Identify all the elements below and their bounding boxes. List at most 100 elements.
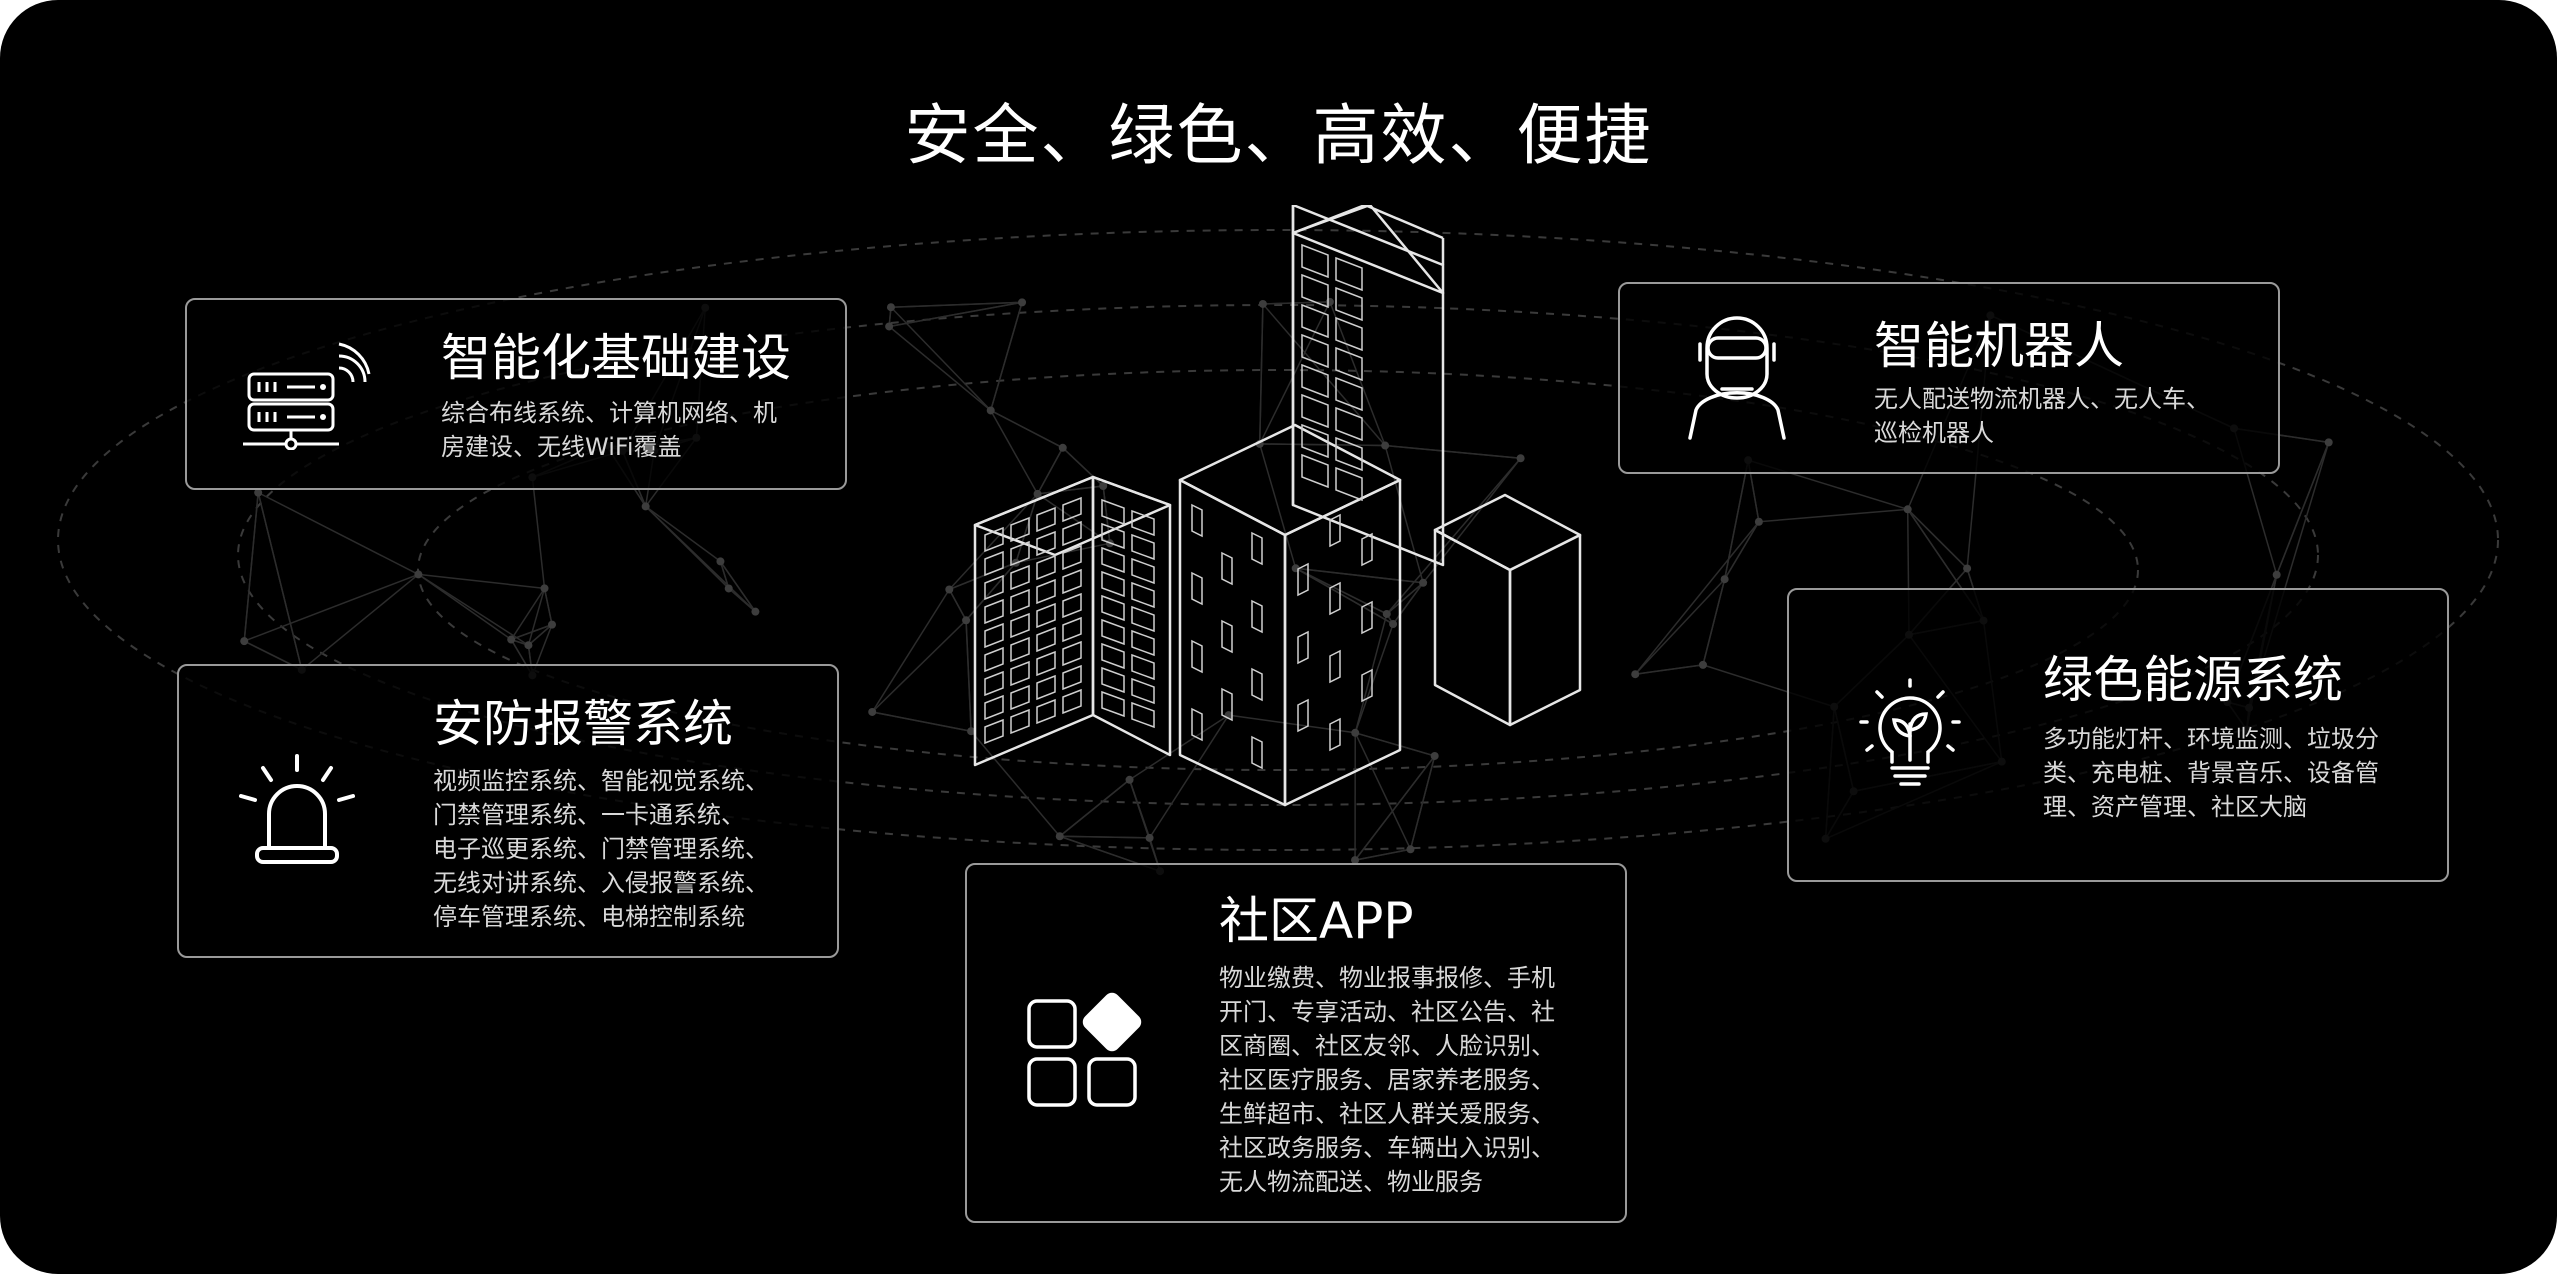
- building-window: [1010, 564, 1030, 591]
- building-window: [1101, 618, 1125, 646]
- network-node: [1258, 299, 1267, 308]
- building-window: [984, 526, 1004, 553]
- card-infrastructure: 智能化基础建设 综合布线系统、计算机网络、机 房建设、无线WiFi覆盖: [185, 298, 847, 490]
- building-window: [1010, 516, 1030, 543]
- building-window: [1101, 594, 1125, 622]
- network-node: [507, 635, 516, 644]
- server-wifi-icon: [243, 342, 371, 450]
- building-window: [1301, 273, 1329, 309]
- robot-icon: [1688, 316, 1786, 440]
- network-node: [548, 620, 557, 629]
- network-node: [751, 607, 760, 616]
- building-window: [1335, 316, 1363, 352]
- network-node: [1963, 564, 1972, 573]
- network-node: [967, 727, 976, 736]
- building-window: [1062, 568, 1082, 595]
- building-window: [1301, 333, 1329, 369]
- building-window: [984, 598, 1004, 625]
- network-node: [1381, 441, 1390, 450]
- building-window: [1131, 509, 1155, 537]
- building-window: [1010, 708, 1030, 735]
- network-node: [1058, 443, 1067, 452]
- network-node: [1125, 775, 1134, 784]
- card-description: 无人配送物流机器人、无人车、 巡检机器人: [1874, 385, 2210, 447]
- building-window: [1131, 653, 1155, 681]
- building-window: [984, 574, 1004, 601]
- building-window: [1101, 666, 1125, 694]
- building-window: [1329, 581, 1341, 616]
- building-window: [1131, 677, 1155, 705]
- building-window: [984, 694, 1004, 721]
- building-window: [1062, 592, 1082, 619]
- building-window: [1335, 256, 1363, 292]
- building-window: [1062, 616, 1082, 643]
- building-window: [1131, 581, 1155, 609]
- building-window: [1301, 303, 1329, 339]
- network-node: [1145, 833, 1154, 842]
- network-node: [1698, 660, 1707, 669]
- building-window: [984, 622, 1004, 649]
- building-window: [1297, 562, 1309, 597]
- building-window: [1301, 363, 1329, 399]
- app-grid-icon: [1027, 992, 1142, 1107]
- network-node: [524, 641, 533, 650]
- building-window: [1036, 554, 1056, 581]
- building-window: [1221, 687, 1233, 722]
- tower-right: [1433, 493, 1582, 727]
- building-window: [1221, 619, 1233, 654]
- network-node: [1055, 832, 1064, 841]
- building-window: [1036, 530, 1056, 557]
- tower-middle: [1178, 423, 1402, 807]
- network-node: [945, 585, 954, 594]
- building-window: [1335, 286, 1363, 322]
- buildings-illustration: [973, 205, 1582, 807]
- network-node: [885, 322, 894, 331]
- building-window: [1335, 436, 1363, 472]
- page-title: 安全、绿色、高效、便捷: [904, 97, 1653, 174]
- network-node: [1516, 454, 1525, 463]
- building-window: [984, 670, 1004, 697]
- building-window: [1361, 600, 1373, 635]
- building-window: [1301, 453, 1329, 489]
- building-window: [1251, 599, 1263, 634]
- building-window: [1335, 346, 1363, 382]
- network-node: [716, 557, 725, 566]
- building-window: [1036, 602, 1056, 629]
- building-window: [1329, 513, 1341, 548]
- network-node: [724, 584, 733, 593]
- network-node: [254, 488, 263, 497]
- building-window: [1335, 466, 1363, 502]
- building-window: [1329, 717, 1341, 752]
- network-node: [2324, 438, 2333, 447]
- network-node: [886, 303, 895, 312]
- network-node: [2272, 570, 2281, 579]
- alarm-light-icon: [239, 754, 355, 864]
- building-window: [1221, 551, 1233, 586]
- building-window: [1191, 707, 1203, 742]
- building-window: [1010, 540, 1030, 567]
- building-window: [1036, 578, 1056, 605]
- building-window: [1010, 660, 1030, 687]
- building-window: [1191, 639, 1203, 674]
- building-window: [1297, 630, 1309, 665]
- building-window: [1036, 626, 1056, 653]
- building-window: [1036, 506, 1056, 533]
- card-title: 绿色能源系统: [2043, 651, 2343, 709]
- building-window: [1062, 664, 1082, 691]
- building-window: [984, 718, 1004, 745]
- building-window: [1191, 571, 1203, 606]
- network-node: [641, 502, 650, 511]
- network-node: [1754, 517, 1763, 526]
- lightbulb-leaf-icon: [1859, 678, 1961, 786]
- building-window: [1329, 649, 1341, 684]
- building-window: [1036, 650, 1056, 677]
- building-window: [1301, 243, 1329, 279]
- building-window: [1062, 520, 1082, 547]
- card-community-app: 社区APP 物业缴费、物业报事报修、手机 开门、专享活动、社区公告、社 区商圈、…: [965, 863, 1627, 1223]
- network-node: [1406, 845, 1415, 854]
- card-energy: 绿色能源系统 多功能灯杆、环境监测、垃圾分 类、充电桩、背景音乐、设备管 理、资…: [1787, 588, 2449, 882]
- building-window: [1251, 667, 1263, 702]
- building-window: [1251, 531, 1263, 566]
- network-node: [1018, 298, 1027, 307]
